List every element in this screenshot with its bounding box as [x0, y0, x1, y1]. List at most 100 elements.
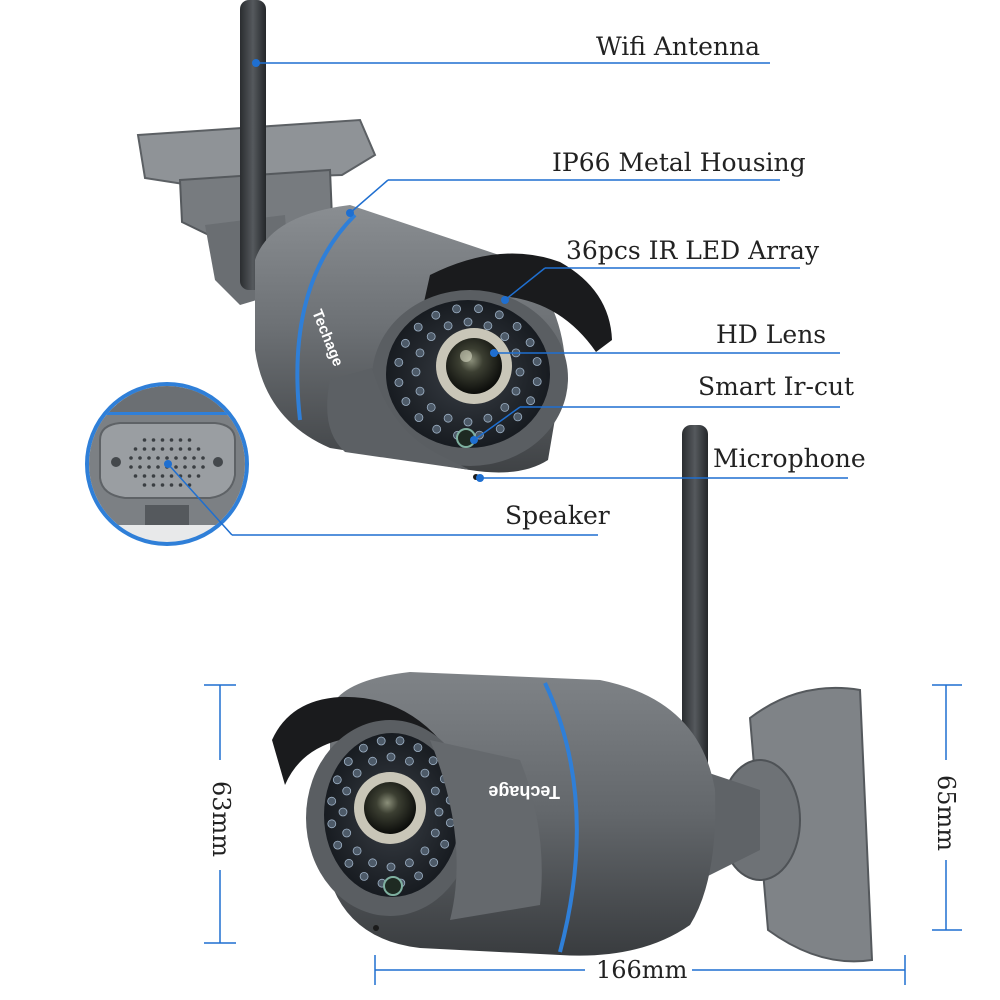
speaker-hole	[156, 465, 160, 469]
ir-led	[463, 317, 473, 327]
ir-led	[512, 321, 522, 331]
label-smart-ircut: Smart Ir-cut	[698, 372, 855, 401]
ir-led	[414, 413, 424, 423]
speaker-hole	[151, 483, 156, 487]
speaker-hole	[142, 447, 147, 451]
ir-led	[376, 736, 386, 746]
dimension-length: 166mm	[596, 956, 688, 984]
speaker-hole	[196, 447, 201, 451]
speaker-hole	[169, 483, 174, 487]
speaker-hole	[142, 438, 147, 442]
ir-led	[343, 757, 353, 766]
top-camera: Techage	[136, 0, 612, 480]
speaker-hole	[133, 447, 138, 451]
speaker-hole	[169, 474, 174, 478]
ir-led	[338, 807, 348, 817]
speaker-hole	[129, 465, 133, 469]
top-lens-highlight	[460, 350, 472, 362]
ir-led	[327, 819, 337, 829]
ir-led	[426, 402, 436, 412]
wifi-antenna	[240, 0, 266, 290]
bottom-lens	[364, 782, 416, 834]
ir-led	[394, 378, 404, 387]
speaker-hole	[201, 465, 205, 469]
speaker-hole	[169, 438, 174, 442]
ir-led	[513, 412, 523, 422]
top-blue-ring	[295, 213, 357, 421]
ir-led	[440, 839, 450, 849]
ir-led	[474, 304, 483, 314]
label-wifi-antenna: Wifi Antenna	[596, 32, 760, 61]
ir-led	[495, 424, 505, 434]
speaker-hole	[138, 465, 142, 469]
dimension-lines	[204, 684, 962, 985]
speaker-hole	[151, 438, 156, 442]
ir-led	[526, 396, 535, 406]
ir-led	[415, 386, 425, 396]
ir-led	[443, 413, 453, 423]
top-sun-shield	[420, 253, 612, 352]
callout-dots	[164, 59, 509, 482]
ir-led	[395, 736, 405, 746]
speaker-hole	[178, 447, 183, 451]
ir-led	[428, 756, 438, 766]
speaker-hole	[178, 483, 183, 487]
ir-led	[420, 768, 430, 778]
speaker-hole	[196, 474, 201, 478]
bottom-side-panel	[430, 740, 542, 920]
label-metal-housing: IP66 Metal Housing	[552, 148, 806, 177]
ir-led	[344, 858, 354, 868]
ir-led	[515, 367, 525, 377]
bottom-blue-ring	[543, 682, 579, 953]
ir-led	[358, 743, 368, 753]
ir-led	[411, 367, 421, 377]
ir-led	[413, 743, 423, 752]
ir-led	[386, 752, 396, 762]
ir-led	[414, 871, 424, 881]
ir-led	[400, 338, 410, 348]
ir-led	[368, 858, 378, 868]
ir-led	[525, 338, 535, 347]
speaker-hole	[160, 438, 165, 442]
ir-led	[352, 768, 362, 778]
label-hd-lens: HD Lens	[716, 320, 827, 349]
ir-led	[333, 840, 343, 850]
ir-led	[494, 310, 504, 320]
speaker-hole	[174, 465, 178, 469]
speaker-hole	[192, 465, 196, 469]
ir-led	[434, 807, 444, 817]
speaker-hole	[183, 465, 187, 469]
bottom-camera: Techage	[272, 425, 874, 963]
bottom-brand-logo: Techage	[488, 782, 560, 802]
ir-led	[432, 424, 442, 434]
ir-led	[359, 872, 369, 881]
speaker-hole	[138, 456, 142, 460]
ir-led	[342, 828, 352, 838]
ir-led	[332, 775, 342, 785]
speaker-hole	[160, 483, 165, 487]
speaker-hole	[147, 456, 151, 460]
speaker-hole	[201, 456, 205, 460]
ir-led	[483, 413, 493, 423]
speaker-hole	[169, 447, 174, 451]
speaker-hole	[187, 447, 192, 451]
speaker-hole	[174, 456, 178, 460]
speaker-hole	[147, 465, 151, 469]
ir-led	[342, 786, 352, 796]
speaker-hole	[160, 447, 165, 451]
ir-led	[352, 846, 362, 856]
speaker-hole	[142, 474, 147, 478]
ir-led	[327, 796, 337, 806]
bottom-wifi-antenna	[682, 425, 708, 785]
speaker-hole	[183, 456, 187, 460]
ir-led	[430, 828, 440, 838]
ir-led	[532, 357, 542, 366]
ir-led	[413, 322, 423, 332]
bottom-sun-shield	[272, 696, 450, 785]
ir-led	[386, 862, 396, 872]
dimension-height-mount: 65mm	[932, 775, 960, 852]
speaker-grill	[129, 438, 205, 487]
ir-led	[401, 397, 411, 406]
